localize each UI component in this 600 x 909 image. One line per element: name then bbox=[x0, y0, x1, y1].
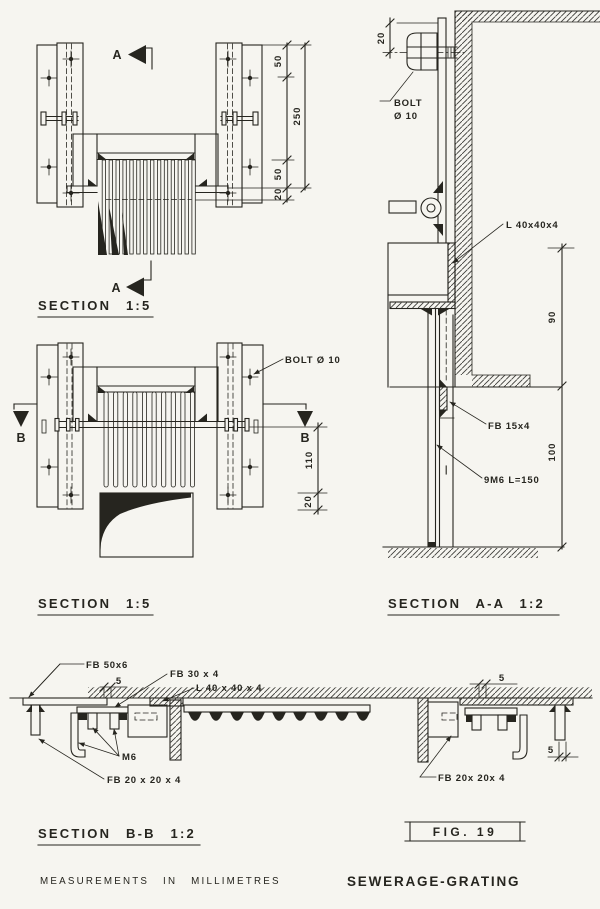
figure-box: FIG. 19 bbox=[404, 821, 526, 842]
units-note: MEASUREMENTS IN MILLIMETRES bbox=[40, 876, 281, 887]
section-bb-view: FB 50x6 FB 30 x 4 L 40 x 40 x 4 M6 FB 20… bbox=[9, 660, 593, 846]
grating-bars bbox=[98, 159, 196, 255]
footer: MEASUREMENTS IN MILLIMETRES SEWERAGE-GRA… bbox=[40, 874, 520, 889]
section-aa-view: 20 BOLT Ø 10 L 40x40x4 bbox=[376, 10, 600, 616]
anchor-bolt bbox=[382, 32, 465, 71]
rod-callout: 9M6 L=150 bbox=[436, 444, 540, 486]
section-top-view: A A 50 250 50 20 SECTION bbox=[36, 40, 312, 318]
dim-20: 20 bbox=[303, 495, 314, 508]
bolt-callout: BOLT Ø 10 bbox=[253, 355, 341, 375]
bolt-marks bbox=[40, 348, 259, 504]
ground bbox=[9, 687, 593, 699]
bolt-marks bbox=[40, 50, 259, 202]
rod-label: 9M6 L=150 bbox=[484, 475, 540, 486]
bolt-dia-label: Ø 10 bbox=[394, 111, 418, 122]
marker-b-left-label: B bbox=[16, 431, 25, 445]
grating-frame bbox=[66, 133, 229, 194]
angle-label: L 40 x 40 x 4 bbox=[196, 683, 262, 694]
grating-bar-plan bbox=[183, 704, 371, 721]
callouts-left: FB 50x6 FB 30 x 4 L 40 x 40 x 4 M6 FB 20… bbox=[28, 660, 262, 786]
dim-5-right: 5 bbox=[548, 745, 554, 756]
dim-110: 110 bbox=[304, 451, 315, 469]
m6-label: M6 bbox=[122, 752, 137, 763]
dim-5-left: 5 bbox=[116, 676, 122, 687]
dim-100: 100 bbox=[547, 443, 558, 462]
dim-50-bottom: 50 bbox=[273, 168, 284, 181]
dimension-string-mid-view: 110 20 bbox=[249, 422, 328, 515]
fb20-right-label: FB 20x 20x 4 bbox=[438, 773, 505, 784]
dim-5-top: 5 bbox=[499, 673, 505, 684]
figure-number: FIG. 19 bbox=[433, 825, 498, 839]
marker-a-top-label: A bbox=[112, 48, 121, 62]
dim-50-top: 50 bbox=[273, 55, 284, 68]
section-mid-view: B B BOLT Ø 10 110 20 SECTION 1:5 bbox=[13, 342, 341, 616]
dim-250-overall: 250 bbox=[292, 107, 303, 126]
dims-bb: 5 5 5 bbox=[99, 673, 579, 762]
shadow-wedge bbox=[99, 492, 194, 558]
section-marker-a-top: A bbox=[112, 45, 153, 70]
angle-callout: L 40x40x4 bbox=[452, 220, 558, 264]
callouts-right: FB 20x 20x 4 bbox=[419, 735, 505, 784]
section-aa-title: SECTION A-A 1:2 bbox=[388, 596, 545, 611]
left-channel bbox=[36, 42, 84, 208]
section-marker-a-bottom: A bbox=[111, 260, 152, 297]
floor bbox=[382, 546, 565, 558]
bolt-diameter-label: BOLT Ø 10 bbox=[285, 355, 341, 366]
left-edge-assembly bbox=[22, 697, 184, 761]
drawing-title: SEWERAGE-GRATING bbox=[347, 874, 520, 889]
wall bbox=[389, 10, 600, 388]
right-channel bbox=[215, 42, 263, 208]
dim-20-edge: 20 bbox=[273, 188, 284, 201]
fb15-callout: FB 15x4 bbox=[449, 401, 530, 432]
marker-a-bottom-label: A bbox=[111, 281, 120, 295]
fb30-label: FB 30 x 4 bbox=[170, 669, 219, 680]
grating-bar-section bbox=[427, 307, 455, 548]
section-marker-b-right: B bbox=[262, 403, 313, 445]
fb15-label: FB 15x4 bbox=[488, 421, 530, 432]
support-rod bbox=[54, 413, 250, 432]
bolt-callout: BOLT Ø 10 bbox=[379, 71, 422, 122]
dim-20-string: 20 bbox=[376, 17, 439, 59]
section-bb-title: SECTION B-B 1:2 bbox=[38, 826, 196, 841]
section-marker-b-left: B bbox=[13, 403, 38, 445]
hinge bbox=[388, 181, 443, 236]
right-channel bbox=[216, 342, 264, 510]
dim-20-top: 20 bbox=[376, 32, 387, 45]
section-top-title: SECTION 1:5 bbox=[38, 298, 151, 313]
angle-bracket bbox=[387, 242, 456, 388]
right-edge-assembly bbox=[417, 697, 574, 763]
dimension-string-top-view: 50 250 50 20 bbox=[195, 40, 312, 205]
section-mid-title: SECTION 1:5 bbox=[38, 596, 151, 611]
fb20-left-label: FB 20 x 20 x 4 bbox=[107, 775, 181, 786]
dim-90-100-string: 90 100 bbox=[547, 243, 575, 552]
fb50-label: FB 50x6 bbox=[86, 660, 128, 671]
grating-teeth bbox=[103, 391, 195, 488]
dim-90: 90 bbox=[547, 311, 558, 324]
bolt-word-label: BOLT bbox=[394, 98, 422, 109]
angle-size-label: L 40x40x4 bbox=[506, 220, 558, 231]
marker-b-right-label: B bbox=[300, 431, 309, 445]
